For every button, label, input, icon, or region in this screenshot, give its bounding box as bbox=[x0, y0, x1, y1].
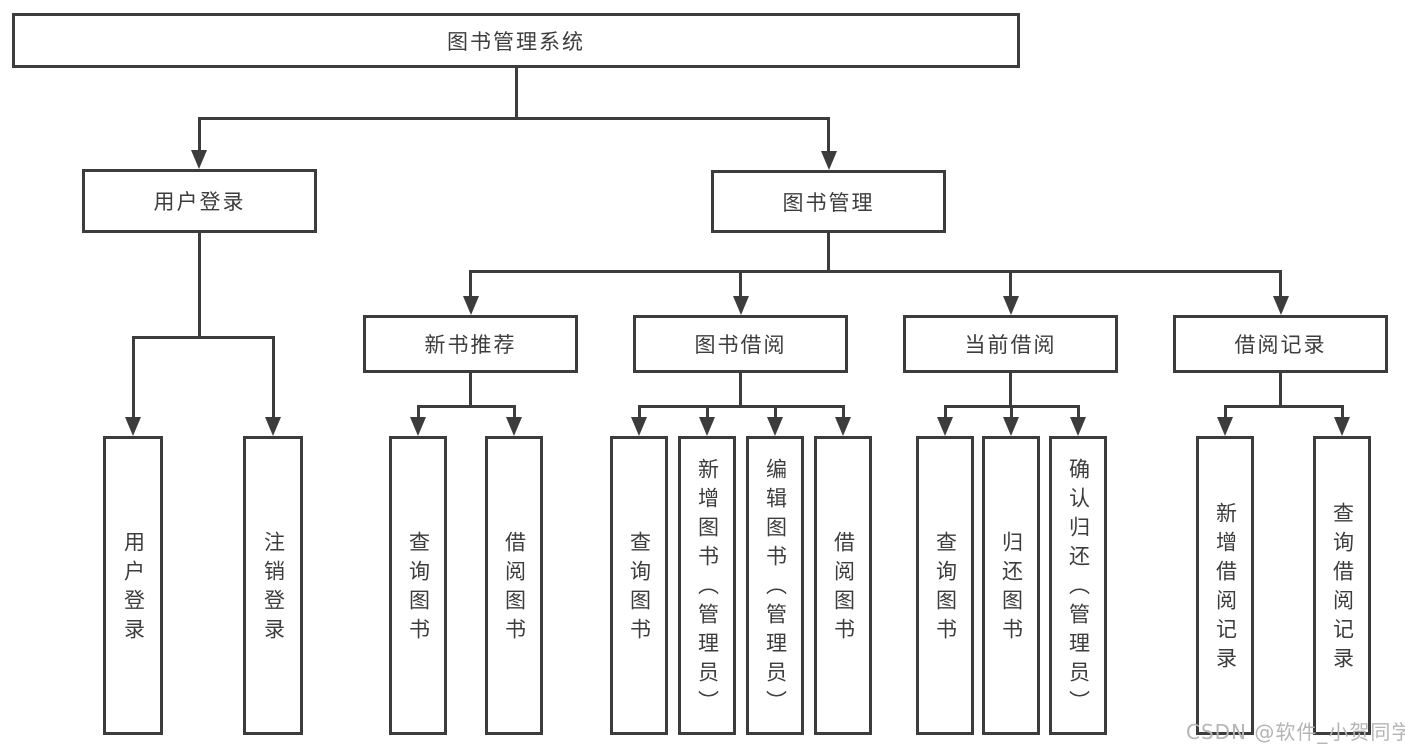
edge-bar bbox=[416, 405, 516, 408]
edge-arrow-shaft bbox=[1223, 405, 1227, 420]
leaf-query-books-current: 查询图书 bbox=[916, 436, 974, 735]
arrowhead-icon bbox=[410, 417, 426, 436]
edge-arrow-shaft bbox=[271, 336, 275, 420]
node-current-borrowing: 当前借阅 bbox=[903, 315, 1118, 373]
arrowhead-icon bbox=[1334, 417, 1350, 436]
edge-stem bbox=[1009, 373, 1012, 408]
node-library-management-system: 图书管理系统 bbox=[12, 13, 1020, 68]
node-label: 归还图书 bbox=[999, 530, 1024, 647]
edge-arrow-shaft bbox=[705, 405, 709, 420]
edge-arrow-shaft bbox=[131, 336, 135, 420]
edge-arrow-shaft bbox=[1009, 405, 1013, 420]
arrowhead-icon bbox=[767, 417, 783, 436]
node-label: 当前借阅 bbox=[964, 333, 1057, 357]
edge-arrow-shaft bbox=[943, 405, 947, 420]
node-book-borrowing: 图书借阅 bbox=[633, 315, 848, 373]
node-label: 查询图书 bbox=[933, 530, 958, 647]
leaf-borrow-books-recommend: 借阅图书 bbox=[485, 436, 543, 735]
node-label: 新增图书（管理员） bbox=[695, 458, 720, 719]
node-label: 图书借阅 bbox=[694, 333, 787, 357]
node-label: 借阅图书 bbox=[831, 530, 856, 647]
node-label: 借阅记录 bbox=[1234, 333, 1327, 357]
edge-arrow-shaft bbox=[1279, 270, 1282, 299]
arrowhead-icon bbox=[1070, 417, 1086, 436]
leaf-query-books-recommend: 查询图书 bbox=[389, 436, 447, 735]
arrowhead-icon bbox=[462, 296, 479, 315]
edge-arrow-shaft bbox=[512, 405, 516, 420]
leaf-edit-book-admin: 编辑图书（管理员） bbox=[746, 436, 804, 735]
node-label: 查询借阅记录 bbox=[1330, 501, 1355, 676]
edge-bar bbox=[131, 336, 275, 339]
node-label: 查询图书 bbox=[627, 530, 652, 647]
edge-arrow-shaft bbox=[197, 117, 201, 153]
node-label: 图书管理系统 bbox=[447, 29, 585, 54]
node-book-management: 图书管理 bbox=[711, 170, 946, 233]
leaf-borrow-books: 借阅图书 bbox=[814, 436, 872, 735]
node-label: 借阅图书 bbox=[502, 530, 527, 647]
edge-bar bbox=[197, 117, 830, 120]
edge-arrow-shaft bbox=[1009, 270, 1012, 299]
arrowhead-icon bbox=[937, 417, 953, 436]
node-label: 用户登录 bbox=[121, 530, 146, 647]
node-label: 新书推荐 bbox=[424, 333, 517, 357]
edge-stem bbox=[1279, 373, 1282, 408]
arrowhead-icon bbox=[699, 417, 715, 436]
arrowhead-icon bbox=[1217, 417, 1233, 436]
node-label: 用户登录 bbox=[153, 190, 246, 214]
arrowhead-icon bbox=[820, 151, 837, 170]
leaf-return-book: 归还图书 bbox=[982, 436, 1040, 735]
arrowhead-icon bbox=[732, 296, 749, 315]
node-user-login: 用户登录 bbox=[82, 169, 317, 233]
edge-bar bbox=[469, 270, 1282, 273]
leaf-confirm-return-admin: 确认归还（管理员） bbox=[1049, 436, 1107, 735]
edge-stem bbox=[739, 373, 742, 408]
edge-arrow-shaft bbox=[469, 270, 472, 299]
edge-arrow-shaft bbox=[416, 405, 420, 420]
edge-bar bbox=[637, 405, 845, 408]
leaf-add-book-admin: 新增图书（管理员） bbox=[678, 436, 736, 735]
arrowhead-icon bbox=[506, 417, 522, 436]
arrowhead-icon bbox=[191, 150, 207, 169]
edge-arrow-shaft bbox=[637, 405, 641, 420]
edge-arrow-shaft bbox=[739, 270, 742, 299]
arrowhead-icon bbox=[1003, 417, 1019, 436]
watermark: CSDN @软件_小贺同学 bbox=[1186, 720, 1405, 744]
node-label: 注销登录 bbox=[261, 530, 286, 647]
edge-stem bbox=[514, 68, 518, 120]
leaf-logout: 注销登录 bbox=[243, 436, 303, 735]
node-label: 图书管理 bbox=[782, 190, 875, 215]
edge-arrow-shaft bbox=[841, 405, 845, 420]
node-label: 查询图书 bbox=[406, 530, 431, 647]
leaf-query-borrow-record: 查询借阅记录 bbox=[1313, 436, 1371, 735]
node-label: 编辑图书（管理员） bbox=[763, 458, 788, 719]
node-new-book-recommendation: 新书推荐 bbox=[363, 315, 578, 373]
edge-arrow-shaft bbox=[1076, 405, 1080, 420]
edge-arrow-shaft bbox=[773, 405, 777, 420]
node-label: 新增借阅记录 bbox=[1213, 501, 1238, 676]
arrowhead-icon bbox=[1272, 296, 1289, 315]
leaf-user-login: 用户登录 bbox=[103, 436, 163, 735]
edge-arrow-shaft bbox=[827, 117, 830, 154]
arrowhead-icon bbox=[631, 417, 647, 436]
edge-arrow-shaft bbox=[1340, 405, 1344, 420]
edge-stem bbox=[198, 233, 201, 339]
arrowhead-icon bbox=[265, 417, 281, 436]
node-borrowing-records: 借阅记录 bbox=[1173, 315, 1388, 373]
leaf-query-books-borrow: 查询图书 bbox=[610, 436, 668, 735]
arrowhead-icon bbox=[1002, 296, 1019, 315]
edge-stem bbox=[469, 373, 472, 408]
node-label: 确认归还（管理员） bbox=[1066, 458, 1091, 719]
edge-bar bbox=[1223, 405, 1344, 408]
arrowhead-icon bbox=[835, 417, 851, 436]
leaf-add-borrow-record: 新增借阅记录 bbox=[1196, 436, 1254, 735]
arrowhead-icon bbox=[125, 417, 141, 436]
edge-stem bbox=[827, 233, 830, 273]
